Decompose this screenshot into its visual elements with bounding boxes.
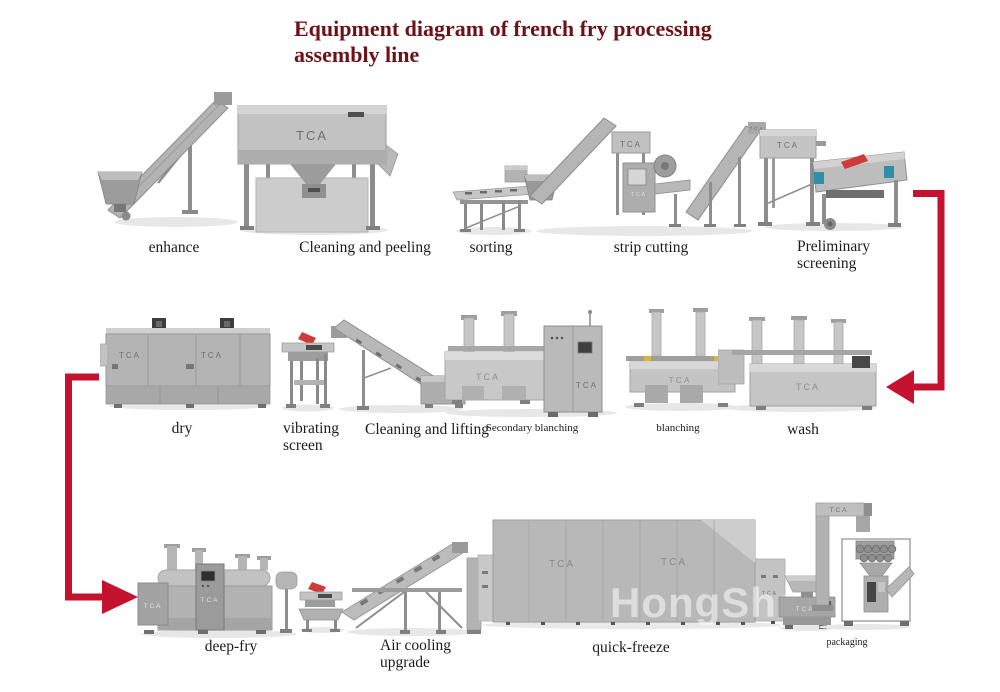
diagram-title-line2: assembly line [294, 42, 420, 67]
brand-mark: TCA [631, 192, 647, 198]
machine-enhance-illustration [97, 92, 238, 227]
brand-mark: TCA [796, 382, 820, 392]
brand-mark: TCA [620, 140, 642, 149]
label-air-cooling-line2: upgrade [380, 654, 430, 671]
flow-arrow-left-down [65, 373, 138, 614]
label-sorting: sorting [469, 239, 513, 256]
machine-air-cooling-illustration [341, 542, 482, 636]
blue-accent [884, 166, 894, 178]
brand-mark: TCA [777, 141, 799, 150]
machine-preliminary-screening-illustration: TCA [758, 129, 908, 231]
brand-mark: TCA [296, 128, 328, 143]
machine-wash-illustration: TCA [718, 316, 877, 412]
diagram-title-line1: Equipment diagram of french fry processi… [294, 16, 712, 41]
yellow-accent [714, 356, 721, 361]
brand-mark: TCA [669, 375, 692, 385]
label-preliminary-screening-line1: Preliminary [797, 238, 871, 255]
machine-quick-freeze-illustration: TCA TCA TCA [477, 519, 786, 629]
red-handle-accent [298, 332, 316, 345]
label-preliminary-screening: Preliminary screening [797, 238, 907, 272]
label-cleaning-peeling: Cleaning and peeling [299, 239, 431, 256]
brand-mark: TCA [201, 351, 223, 360]
label-wash: wash [787, 421, 819, 438]
yellow-accent [644, 356, 651, 361]
label-enhance: enhance [148, 239, 200, 256]
machine-secondary-blanching-illustration: TCA TCA [444, 310, 617, 417]
machine-strip-cutting-illustration: TCA TCA TCA [524, 117, 766, 236]
label-dry: dry [171, 420, 193, 437]
red-handle-accent [841, 154, 868, 169]
label-blanching: blanching [656, 422, 700, 434]
brand-mark: TCA [201, 597, 220, 604]
machine-deep-fry-illustration: TCA TCA [137, 544, 298, 638]
label-air-cooling-line1: Air cooling [380, 637, 452, 654]
brand-mark: TCA [119, 351, 141, 360]
blue-accent [814, 172, 824, 184]
machine-cleaning-peeling-illustration: TCA [237, 105, 399, 235]
machine-packaging-illustration: TCA [812, 502, 915, 630]
label-vibrating-screen: vibrating screen [283, 420, 373, 454]
label-quick-freeze: quick-freeze [592, 639, 670, 656]
label-cleaning-lifting: Cleaning and lifting [365, 421, 489, 438]
machine-dry-illustration: TCA TCA [100, 318, 271, 410]
brand-mark: TCA [576, 381, 598, 390]
red-handle-accent [308, 582, 326, 594]
label-secondary-blanching: Secondary blanching [485, 422, 579, 434]
label-preliminary-screening-line2: screening [797, 255, 857, 272]
brand-mark: TCA [549, 559, 575, 570]
label-vibrating-screen-line1: vibrating [283, 420, 339, 437]
brand-mark: TCA [750, 126, 765, 131]
brand-mark: TCA [476, 372, 500, 382]
label-vibrating-screen-line2: screen [283, 437, 323, 454]
diagram-title: Equipment diagram of french fry processi… [294, 16, 814, 68]
flow-arrow-right-down [886, 190, 945, 404]
label-strip-cutting: strip cutting [613, 239, 689, 256]
label-packaging: packaging [826, 637, 868, 648]
machine-blanching-illustration: TCA [625, 308, 737, 411]
brand-mark: TCA [796, 606, 815, 613]
brand-mark: TCA [661, 557, 687, 568]
brand-mark: TCA [830, 507, 849, 514]
brand-mark: TCA [144, 603, 163, 610]
machine-vibrating-screen-illustration [281, 332, 335, 412]
machine-sorting-illustration [452, 165, 535, 235]
machine-discharge-table-illustration [298, 582, 344, 633]
label-air-cooling: Air cooling upgrade [380, 637, 475, 671]
brand-mark: TCA [762, 591, 778, 597]
label-deep-fry: deep-fry [204, 638, 258, 655]
